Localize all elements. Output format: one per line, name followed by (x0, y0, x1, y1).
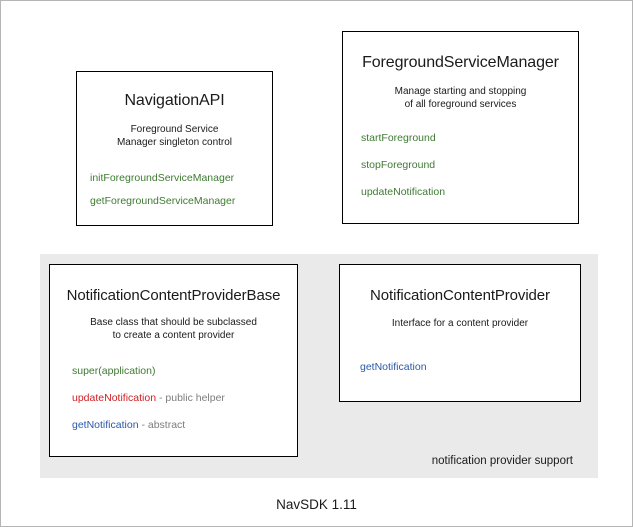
method-name: updateNotification (361, 185, 446, 198)
class-description-line: to create a content provider (112, 329, 235, 341)
class-description-notification-content-provider: Interface for a content provider (340, 318, 580, 331)
method-item[interactable]: startForeground (361, 132, 578, 144)
method-item[interactable]: stopForeground (361, 159, 578, 171)
class-description-line: Base class that should be subclassed (90, 317, 257, 328)
method-name: getNotification (72, 418, 139, 431)
group-panel-label: notification provider support (431, 455, 573, 467)
method-list-foreground-service-manager: startForeground stopForeground updateNot… (343, 132, 578, 198)
class-description-foreground-service-manager: Manage starting and stopping of all fore… (343, 86, 578, 112)
method-name: stopForeground (361, 158, 436, 171)
class-box-foreground-service-manager[interactable]: ForegroundServiceManager Manage starting… (342, 31, 579, 224)
method-list-notification-content-provider: getNotification (340, 361, 580, 373)
class-title-foreground-service-manager: ForegroundServiceManager (362, 54, 559, 71)
class-description-line: Foreground Service (130, 124, 219, 135)
method-name: getForegroundServiceManager (90, 194, 236, 207)
class-box-navigation-api[interactable]: NavigationAPI Foreground Service Manager… (76, 71, 273, 226)
method-name: initForegroundServiceManager (90, 171, 235, 184)
method-item[interactable]: getForegroundServiceManager (90, 195, 272, 207)
class-description-navigation-api: Foreground Service Manager singleton con… (77, 124, 272, 150)
class-description-line: Manage starting and stopping (394, 86, 527, 97)
class-box-notification-content-provider[interactable]: NotificationContentProvider Interface fo… (339, 264, 581, 402)
class-title-navigation-api: NavigationAPI (124, 92, 225, 109)
footer-version-label: NavSDK 1.11 (276, 497, 357, 512)
method-note: - public helper (156, 391, 225, 404)
method-item[interactable]: updateNotification - public helper (72, 392, 297, 404)
class-description-line: Interface for a content provider (391, 318, 529, 329)
class-box-notification-content-provider-base[interactable]: NotificationContentProviderBase Base cla… (49, 264, 298, 457)
class-description-line: Manager singleton control (116, 136, 233, 148)
method-name: startForeground (361, 131, 436, 144)
method-list-navigation-api: initForegroundServiceManager getForegrou… (77, 172, 272, 207)
class-description-notification-content-provider-base: Base class that should be subclassed to … (50, 317, 297, 343)
method-note: - abstract (138, 418, 186, 431)
method-item[interactable]: super(application) (72, 365, 297, 377)
class-description-line: of all foreground services (404, 98, 517, 110)
method-item[interactable]: updateNotification (361, 186, 578, 198)
method-item[interactable]: initForegroundServiceManager (90, 172, 272, 184)
method-item[interactable]: getNotification (360, 361, 580, 373)
class-title-notification-content-provider-base: NotificationContentProviderBase (66, 287, 281, 304)
method-item[interactable]: getNotification - abstract (72, 419, 297, 431)
method-list-notification-content-provider-base: super(application) updateNotification - … (50, 365, 297, 431)
method-name: updateNotification (72, 391, 157, 404)
method-name: super(application) (72, 364, 156, 377)
class-title-notification-content-provider: NotificationContentProvider (370, 287, 550, 304)
method-name: getNotification (360, 360, 427, 373)
